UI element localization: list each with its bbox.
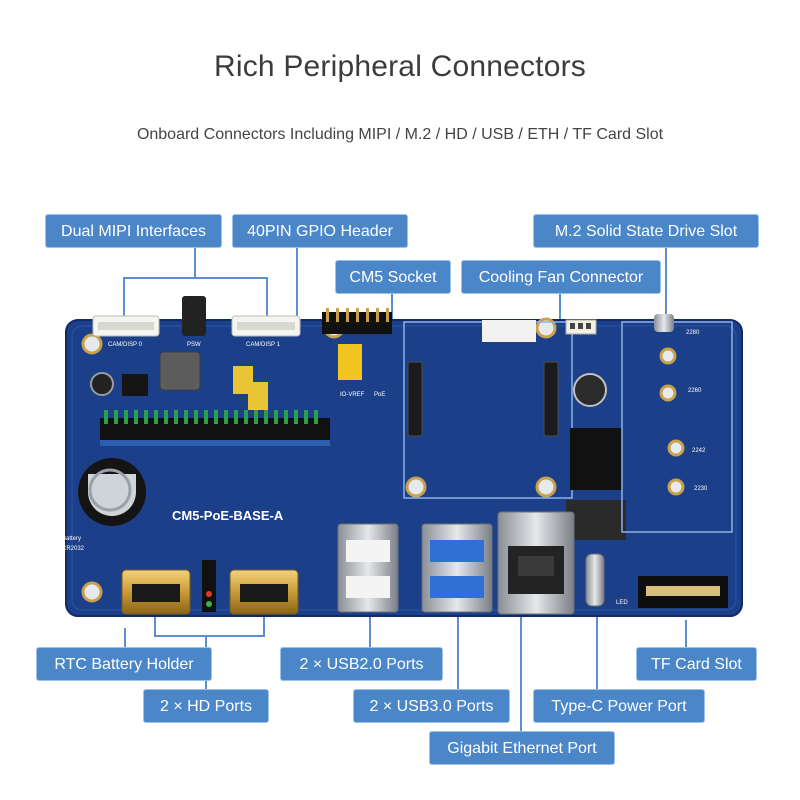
svg-text:CAM/DISP 0: CAM/DISP 0 <box>108 342 143 348</box>
callout-usb3-ports: 2 × USB3.0 Ports <box>353 689 510 723</box>
battery-label: Battery <box>62 536 81 542</box>
rtc-battery-holder: Battery CR2032 <box>62 458 146 552</box>
mipi-connectors: CAM/DISP 0 CAM/DISP 1 <box>92 315 301 348</box>
svg-text:CAM/DISP 1: CAM/DISP 1 <box>246 342 281 348</box>
usb2-ports <box>337 523 399 613</box>
callout-tf-card-slot: TF Card Slot <box>636 647 757 681</box>
battery-model-label: CR2032 <box>62 546 85 552</box>
cm5-socket <box>403 320 573 499</box>
callout-ethernet-port: Gigabit Ethernet Port <box>429 731 615 765</box>
m2-size-2230: 2230 <box>694 486 708 492</box>
page-title: Rich Peripheral Connectors <box>213 50 587 83</box>
m2-size-2260: 2260 <box>688 388 702 394</box>
page-subtitle: Onboard Connectors Including MIPI / M.2 … <box>136 126 664 143</box>
m2-size-2280: 2280 <box>686 330 700 336</box>
callout-type-c-port: Type-C Power Port <box>533 689 705 723</box>
callout-cm5-socket: CM5 Socket <box>335 260 451 294</box>
hd-ports <box>121 560 299 615</box>
callout-rtc-battery: RTC Battery Holder <box>36 647 212 681</box>
poe-label: PoE <box>374 392 385 398</box>
m2-size-2242: 2242 <box>692 448 706 454</box>
io-vref-label: IO-VREF <box>340 392 365 398</box>
fan-connector <box>565 319 597 335</box>
callout-m2-slot: M.2 Solid State Drive Slot <box>533 214 759 248</box>
callout-fan-connector: Cooling Fan Connector <box>461 260 661 294</box>
callout-hd-ports: 2 × HD Ports <box>143 689 269 723</box>
power-button <box>182 296 206 336</box>
mounting-holes <box>81 317 685 603</box>
gpio-header <box>100 410 330 446</box>
callout-usb2-ports: 2 × USB2.0 Ports <box>280 647 443 681</box>
io-vref-jumper <box>338 344 362 380</box>
svg-text:PSW: PSW <box>187 342 201 348</box>
led-label: LED <box>616 600 628 606</box>
type-c-port <box>585 553 605 607</box>
ethernet-port <box>497 511 575 615</box>
usb3-ports <box>421 523 493 613</box>
m2-slot: 2280 2260 2242 2230 <box>621 314 733 608</box>
callout-mipi: Dual MIPI Interfaces <box>45 214 222 248</box>
callout-gpio: 40PIN GPIO Header <box>232 214 408 248</box>
board-name: CM5-PoE-BASE-A <box>172 508 284 523</box>
